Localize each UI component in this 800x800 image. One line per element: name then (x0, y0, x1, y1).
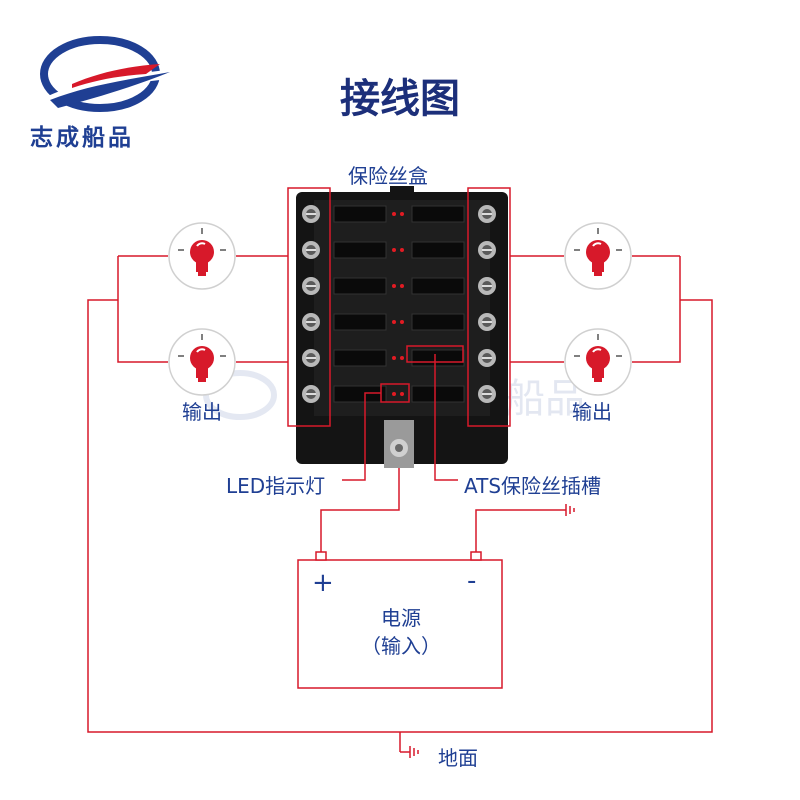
power-stud (384, 420, 414, 468)
bulb-icon (564, 222, 632, 290)
output-left-label: 输出 (182, 400, 222, 424)
positive-terminal-label: + (312, 568, 334, 598)
wires (87, 255, 713, 753)
power-source-box (297, 551, 503, 689)
brand-name: 志成船品 (30, 124, 134, 151)
terminals-left (302, 205, 320, 403)
bulb-icon (564, 328, 632, 396)
ats-slot-label: ATS保险丝插槽 (464, 474, 602, 498)
fuse-slots (333, 205, 465, 403)
negative-terminal-label: - (467, 566, 477, 596)
led-indicators (392, 212, 404, 396)
page-title: 接线图 (340, 76, 460, 122)
output-right-label: 输出 (572, 400, 612, 424)
bulb-icon (168, 328, 236, 396)
terminals-right (478, 205, 496, 403)
svg-text:船品: 船品 (505, 376, 585, 422)
logo-icon (40, 36, 170, 112)
led-indicator-label: LED指示灯 (226, 474, 326, 498)
ground-label: 地面 (438, 746, 478, 770)
power-input-label: （输入） (361, 634, 441, 658)
bulb-icon (168, 222, 236, 290)
fuse-box-label: 保险丝盒 (348, 164, 428, 188)
fuse-box (296, 186, 508, 468)
power-source-label: 电源 (381, 606, 421, 630)
ground-symbol-icon (409, 504, 575, 758)
